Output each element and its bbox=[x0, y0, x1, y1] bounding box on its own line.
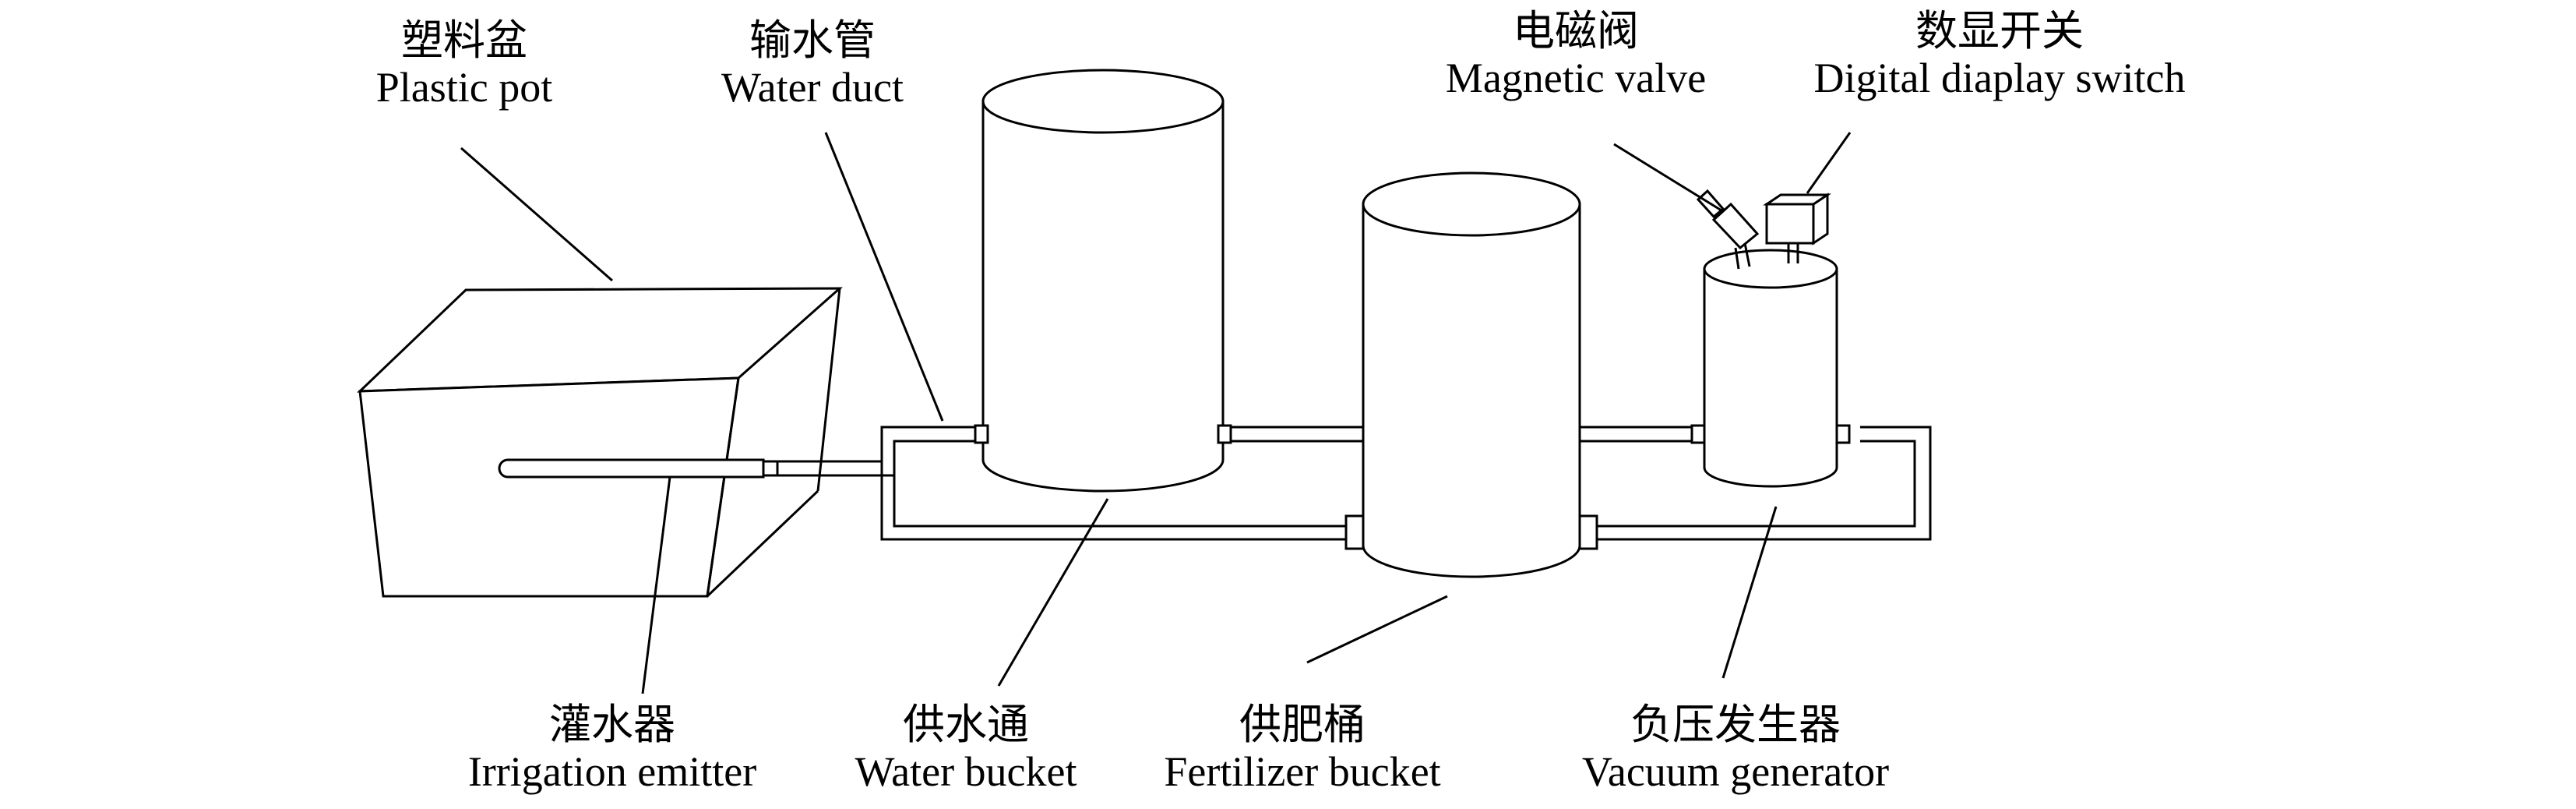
label-digital-switch-zh: 数显开关 bbox=[1915, 8, 2084, 55]
label-magnetic-valve-zh: 电磁阀 bbox=[1513, 8, 1639, 55]
leader-lines bbox=[460, 132, 1852, 694]
label-plastic-pot-en: Plastic pot bbox=[375, 64, 553, 111]
label-plastic-pot: 塑料盆 Plastic pot bbox=[376, 17, 553, 111]
label-magnetic-valve: 电磁阀 Magnetic valve bbox=[1446, 8, 1706, 101]
label-plastic-pot-zh: 塑料盆 bbox=[401, 17, 527, 64]
label-water-bucket-en: Water bucket bbox=[855, 748, 1077, 795]
label-vacuum-generator: 负压发生器 Vacuum generator bbox=[1582, 701, 1889, 795]
digital-display-switch bbox=[1763, 193, 1831, 246]
fertilizer-bucket bbox=[1344, 171, 1598, 578]
label-vacuum-generator-zh: 负压发生器 bbox=[1630, 701, 1841, 748]
label-irrigation-emitter: 灌水器 Irrigation emitter bbox=[468, 701, 756, 795]
irrigation-emitter bbox=[498, 458, 779, 479]
label-water-duct-en: Water duct bbox=[721, 64, 904, 111]
label-water-duct: 输水管 Water duct bbox=[721, 17, 904, 111]
label-vacuum-generator-en: Vacuum generator bbox=[1581, 748, 1890, 795]
label-fertilizer-bucket: 供肥桶 Fertilizer bucket bbox=[1164, 701, 1440, 795]
water-duct-pipes bbox=[777, 426, 1932, 541]
label-irrigation-emitter-zh: 灌水器 bbox=[548, 701, 675, 748]
vacuum-generator bbox=[1690, 243, 1851, 488]
label-water-bucket: 供水通 Water bucket bbox=[855, 701, 1077, 795]
label-water-bucket-zh: 供水通 bbox=[902, 701, 1029, 748]
label-digital-switch-en: Digital diaplay switch bbox=[1813, 55, 2186, 101]
label-water-duct-zh: 输水管 bbox=[749, 17, 876, 64]
label-irrigation-emitter-en: Irrigation emitter bbox=[467, 748, 757, 795]
label-fertilizer-bucket-en: Fertilizer bucket bbox=[1164, 748, 1441, 795]
label-magnetic-valve-en: Magnetic valve bbox=[1445, 55, 1707, 101]
plastic-pot bbox=[357, 287, 843, 598]
label-fertilizer-bucket-zh: 供肥桶 bbox=[1239, 701, 1366, 748]
label-digital-switch: 数显开关 Digital diaplay switch bbox=[1814, 8, 2186, 101]
water-bucket bbox=[974, 69, 1232, 493]
